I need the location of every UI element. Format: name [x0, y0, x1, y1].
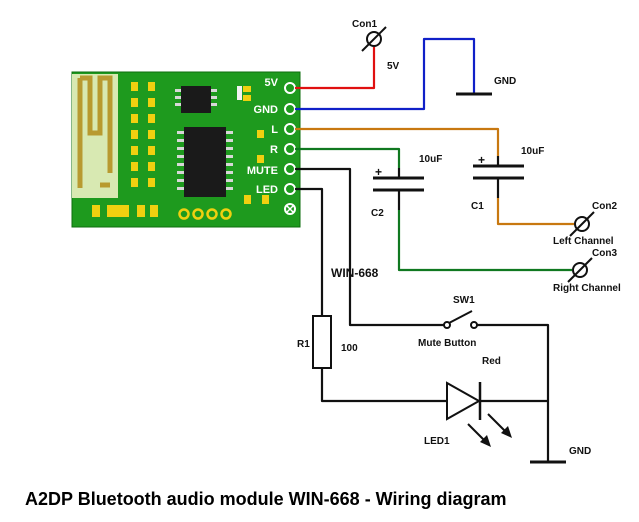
con3-label: Right Channel	[553, 283, 621, 294]
led1-color: Red	[482, 356, 501, 367]
pin-label-r: R	[270, 144, 278, 156]
con2-ref: Con2	[592, 201, 617, 212]
antenna-trace-icon	[77, 75, 113, 188]
pin-label-l: L	[271, 124, 278, 136]
smd-pads	[92, 82, 269, 217]
bottom-header-holes	[178, 208, 232, 220]
diagram-caption: A2DP Bluetooth audio module WIN-668 - Wi…	[25, 489, 507, 509]
capacitor-c2	[373, 168, 424, 210]
pin-label-led: LED	[256, 184, 278, 196]
wire-left-out	[496, 198, 574, 226]
main-ic-chip	[184, 127, 226, 197]
led1-diode	[446, 381, 512, 447]
wire-5v	[295, 47, 376, 90]
wire-switch-gnd	[474, 323, 550, 461]
c2-value: 10uF	[419, 154, 442, 165]
r1-value: 100	[341, 343, 358, 354]
con1-value: 5V	[387, 61, 400, 72]
led1-ref: LED1	[424, 436, 450, 447]
c1-value: 10uF	[521, 146, 544, 157]
unused-pin-cross-icon	[285, 204, 295, 214]
pin-label-mute: MUTE	[247, 165, 278, 177]
ground-top-label: GND	[494, 76, 516, 87]
c1-polarity-plus-icon: +	[478, 153, 485, 167]
resistor-r1	[312, 315, 332, 369]
switch-sw1	[443, 310, 478, 329]
sw1-ref: SW1	[453, 295, 475, 306]
con3-ref: Con3	[592, 248, 617, 259]
sw1-label: Mute Button	[418, 338, 476, 349]
wire-mute	[295, 167, 447, 327]
con3-connector	[567, 257, 593, 283]
ground-bottom-label: GND	[569, 446, 591, 457]
module-label: WIN-668	[331, 266, 379, 280]
c2-polarity-plus-icon: +	[375, 165, 382, 179]
wire-left	[295, 127, 500, 156]
diode-triangle-icon	[446, 381, 482, 421]
c1-ref: C1	[471, 201, 484, 212]
wire-right	[295, 147, 401, 168]
white-component	[237, 86, 242, 100]
wire-gnd	[295, 37, 476, 111]
pin-label-5v: 5V	[265, 77, 279, 89]
con2-connector	[569, 211, 595, 237]
c2-ref: C2	[371, 208, 384, 219]
con2-label: Left Channel	[553, 236, 614, 247]
con1-connector	[361, 26, 387, 52]
r1-ref: R1	[297, 339, 310, 350]
wire-r1-led	[320, 368, 446, 403]
wire-led	[295, 187, 324, 316]
bluetooth-module-board: 5V GND L R MUTE LED	[71, 71, 301, 228]
con1-ref: Con1	[352, 19, 377, 30]
wire-right-out	[397, 210, 572, 272]
eeprom-chip	[181, 86, 211, 113]
capacitor-c1	[473, 156, 524, 198]
pin-label-gnd: GND	[254, 104, 279, 116]
